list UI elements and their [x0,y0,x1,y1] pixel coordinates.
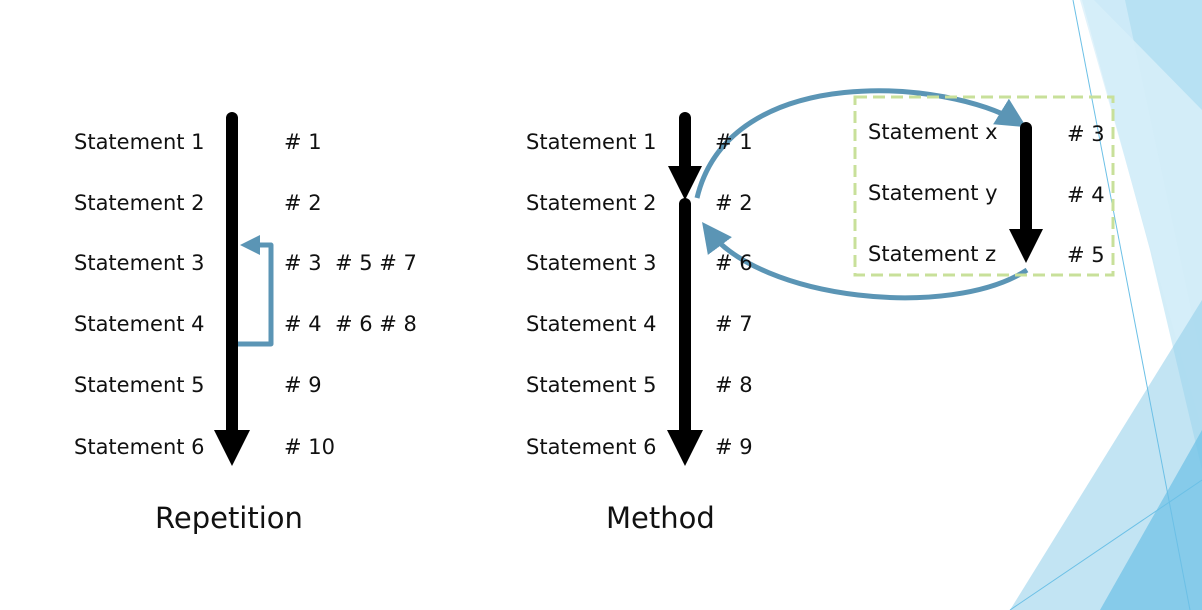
repetition-caption: Repetition [155,501,303,535]
repetition-step-number-1: # 1 [284,130,322,154]
repetition-step-number-3: # 3 # 5 # 7 [284,251,417,275]
repetition-statement-2: Statement 2 [74,191,205,215]
repetition-statement-5: Statement 5 [74,373,205,397]
method-sub-step-number-y: # 4 [1067,183,1105,207]
repetition-statement-3: Statement 3 [74,251,205,275]
method-statement-2: Statement 2 [526,191,657,215]
repetition-step-number-2: # 2 [284,191,322,215]
method-sub-statement-z: Statement z [868,242,997,266]
method-return-arrow [702,221,1029,301]
method-statement-3: Statement 3 [526,251,657,275]
method-caption: Method [606,501,715,535]
method-step-number-2: # 2 [715,191,753,215]
method-flow-arrow-top [668,112,702,200]
method-step-number-5: # 8 [715,373,753,397]
repetition-step-number-4: # 4 # 6 # 8 [284,312,417,336]
method-body-box [853,95,1115,277]
method-statement-4: Statement 4 [526,312,657,336]
repetition-step-number-5: # 9 [284,373,322,397]
method-call-arrow [694,88,1027,199]
method-statement-1: Statement 1 [526,130,657,154]
repetition-step-number-6: # 10 [284,435,335,459]
repetition-statement-1: Statement 1 [74,130,205,154]
method-step-number-3: # 6 [715,251,753,275]
method-sub-statement-x: Statement x [868,120,998,144]
repetition-statement-4: Statement 4 [74,312,205,336]
method-step-number-6: # 9 [715,435,753,459]
repetition-statement-6: Statement 6 [74,435,205,459]
method-step-number-1: # 1 [715,130,753,154]
method-step-number-4: # 7 [715,312,753,336]
method-sub-statement-y: Statement y [868,181,998,205]
method-sub-step-number-x: # 3 [1067,122,1105,146]
repetition-loop-arrow [238,235,274,347]
repetition-flow-arrow [214,112,250,466]
method-flow-arrow-bottom [667,198,703,466]
method-statement-6: Statement 6 [526,435,657,459]
method-statement-5: Statement 5 [526,373,657,397]
method-sub-step-number-z: # 5 [1067,243,1105,267]
method-inner-flow-arrow [1009,122,1043,263]
